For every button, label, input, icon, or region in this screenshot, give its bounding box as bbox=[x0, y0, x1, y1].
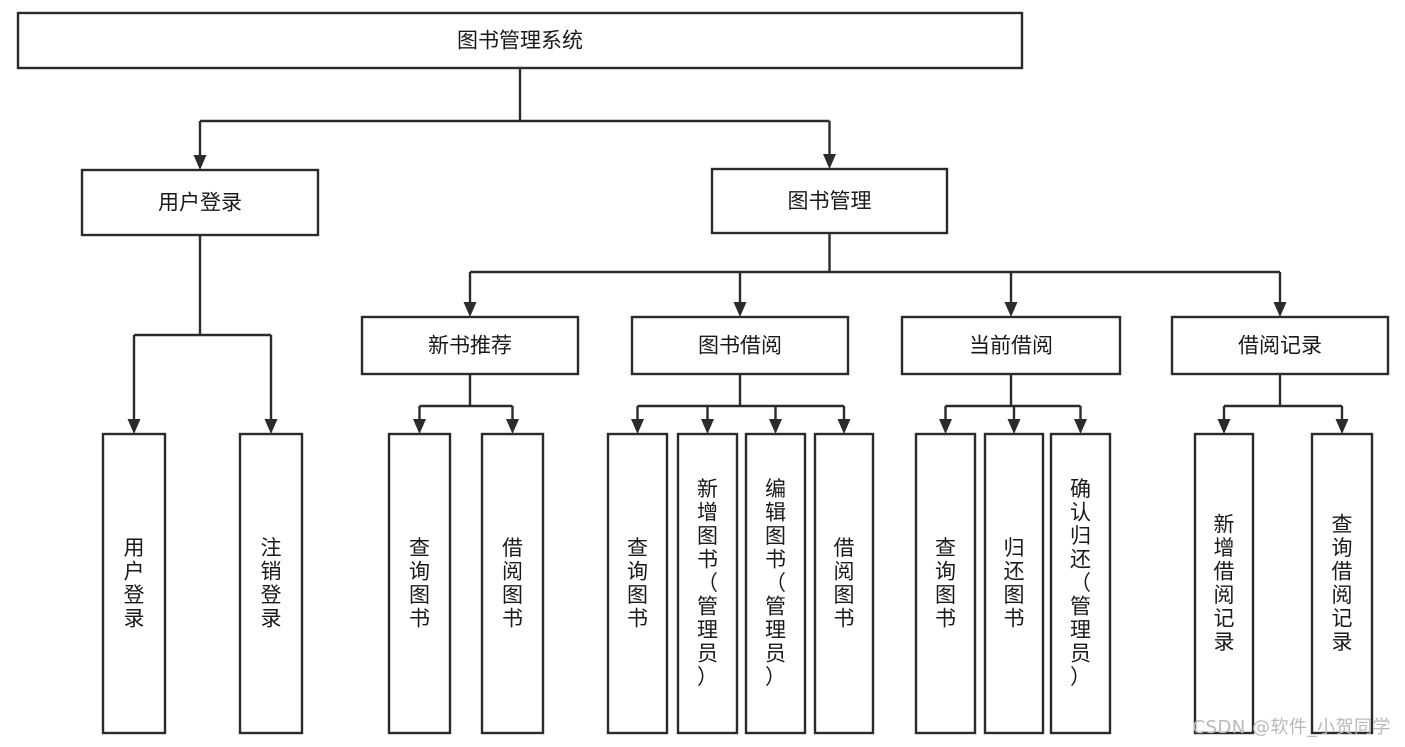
node-l3_current[interactable]: 当前借阅 bbox=[900, 315, 1122, 376]
arrow-head-icon bbox=[823, 154, 836, 169]
node-box[interactable] bbox=[238, 432, 304, 735]
node-leaf_rec_add[interactable]: 新增借阅记录 bbox=[1193, 432, 1255, 735]
node-label: 编辑图书（管理员） bbox=[765, 477, 786, 689]
node-box[interactable] bbox=[360, 315, 580, 376]
arrow-head-icon bbox=[837, 419, 851, 434]
arrow-head-icon bbox=[1217, 419, 1231, 434]
node-leaf_bw_edit[interactable]: 编辑图书（管理员） bbox=[744, 432, 807, 735]
node-label: 确认归还（管理员） bbox=[1070, 477, 1091, 689]
arrow-head-icon bbox=[463, 302, 477, 317]
node-label: 新书推荐 bbox=[428, 334, 512, 358]
node-label: 借阅图书 bbox=[502, 536, 523, 631]
arrow-head-icon bbox=[264, 419, 278, 434]
node-label: 查询图书 bbox=[627, 536, 648, 631]
node-label: 用户登录 bbox=[158, 191, 242, 215]
node-box[interactable] bbox=[1049, 432, 1112, 735]
node-box[interactable] bbox=[1310, 432, 1374, 735]
node-box[interactable] bbox=[480, 432, 545, 735]
node-label: 图书管理 bbox=[788, 189, 872, 213]
csdn-watermark: CSDN @软件_小贺同学 bbox=[1192, 717, 1391, 738]
arrow-head-icon bbox=[1004, 302, 1018, 317]
node-l3_record[interactable]: 借阅记录 bbox=[1170, 315, 1390, 376]
node-box[interactable] bbox=[1170, 315, 1390, 376]
node-leaf_nb_query[interactable]: 查询图书 bbox=[387, 432, 452, 735]
node-leaf_cur_query[interactable]: 查询图书 bbox=[914, 432, 977, 735]
node-box[interactable] bbox=[101, 432, 167, 735]
node-box[interactable] bbox=[914, 432, 977, 735]
node-l2_book_admin[interactable]: 图书管理 bbox=[710, 167, 949, 235]
node-label: 借阅图书 bbox=[834, 536, 855, 631]
node-leaf_user_login[interactable]: 用户登录 bbox=[101, 432, 167, 735]
node-label: 图书管理系统 bbox=[457, 29, 583, 53]
node-l3_borrow[interactable]: 图书借阅 bbox=[630, 315, 850, 376]
connector-group-l2_book_admin bbox=[463, 233, 1287, 317]
arrow-head-icon bbox=[413, 419, 426, 434]
connector-group-l3_current bbox=[939, 374, 1087, 434]
node-box[interactable] bbox=[983, 432, 1045, 735]
arrow-head-icon bbox=[193, 155, 207, 170]
node-box[interactable] bbox=[813, 432, 875, 735]
node-box[interactable] bbox=[16, 11, 1024, 70]
node-label: 归还图书 bbox=[1004, 536, 1025, 631]
node-label: 用户登录 bbox=[124, 536, 145, 631]
node-label: 查询图书 bbox=[935, 536, 956, 631]
node-leaf_rec_query[interactable]: 查询借阅记录 bbox=[1310, 432, 1374, 735]
node-label: 当前借阅 bbox=[969, 334, 1053, 358]
connector-group-root bbox=[193, 68, 836, 170]
node-box[interactable] bbox=[80, 168, 320, 237]
connector-layer bbox=[127, 68, 1349, 434]
arrow-head-icon bbox=[1007, 419, 1021, 434]
node-label: 图书借阅 bbox=[698, 334, 782, 358]
node-box[interactable] bbox=[710, 167, 949, 235]
arrow-head-icon bbox=[1335, 419, 1349, 434]
arrow-head-icon bbox=[1074, 419, 1087, 434]
arrow-head-icon bbox=[631, 419, 644, 434]
arrow-head-icon bbox=[769, 419, 782, 434]
connector-group-l2_user_login bbox=[127, 235, 278, 434]
node-leaf_bw_query[interactable]: 查询图书 bbox=[606, 432, 669, 735]
connector-group-l3_record bbox=[1217, 374, 1349, 434]
node-root[interactable]: 图书管理系统 bbox=[16, 11, 1024, 70]
arrow-head-icon bbox=[1273, 302, 1287, 317]
arrow-head-icon bbox=[733, 302, 747, 317]
node-layer: 图书管理系统用户登录图书管理新书推荐图书借阅当前借阅借阅记录用户登录注销登录查询… bbox=[16, 11, 1390, 735]
node-box[interactable] bbox=[630, 315, 850, 376]
node-leaf_logout[interactable]: 注销登录 bbox=[238, 432, 304, 735]
node-label: 新增借阅记录 bbox=[1214, 512, 1235, 654]
connector-group-l3_borrow bbox=[631, 374, 851, 434]
connector-group-l3_new_book bbox=[413, 374, 519, 434]
arrow-head-icon bbox=[506, 419, 519, 434]
node-leaf_bw_add[interactable]: 新增图书（管理员） bbox=[676, 432, 739, 735]
node-label: 新增图书（管理员） bbox=[697, 477, 718, 689]
node-leaf_cur_return[interactable]: 归还图书 bbox=[983, 432, 1045, 735]
node-box[interactable] bbox=[676, 432, 739, 735]
arrow-head-icon bbox=[939, 419, 952, 434]
node-leaf_nb_borrow[interactable]: 借阅图书 bbox=[480, 432, 545, 735]
node-box[interactable] bbox=[387, 432, 452, 735]
node-box[interactable] bbox=[606, 432, 669, 735]
node-box[interactable] bbox=[744, 432, 807, 735]
node-label: 查询图书 bbox=[409, 536, 430, 631]
arrow-head-icon bbox=[701, 419, 714, 434]
node-box[interactable] bbox=[1193, 432, 1255, 735]
node-label: 查询借阅记录 bbox=[1332, 512, 1353, 654]
node-box[interactable] bbox=[900, 315, 1122, 376]
node-label: 注销登录 bbox=[261, 536, 282, 631]
node-label: 借阅记录 bbox=[1238, 334, 1322, 358]
arrow-head-icon bbox=[127, 419, 141, 434]
node-leaf_bw_borrow[interactable]: 借阅图书 bbox=[813, 432, 875, 735]
node-l2_user_login[interactable]: 用户登录 bbox=[80, 168, 320, 237]
node-l3_new_book[interactable]: 新书推荐 bbox=[360, 315, 580, 376]
node-leaf_cur_confirm[interactable]: 确认归还（管理员） bbox=[1049, 432, 1112, 735]
